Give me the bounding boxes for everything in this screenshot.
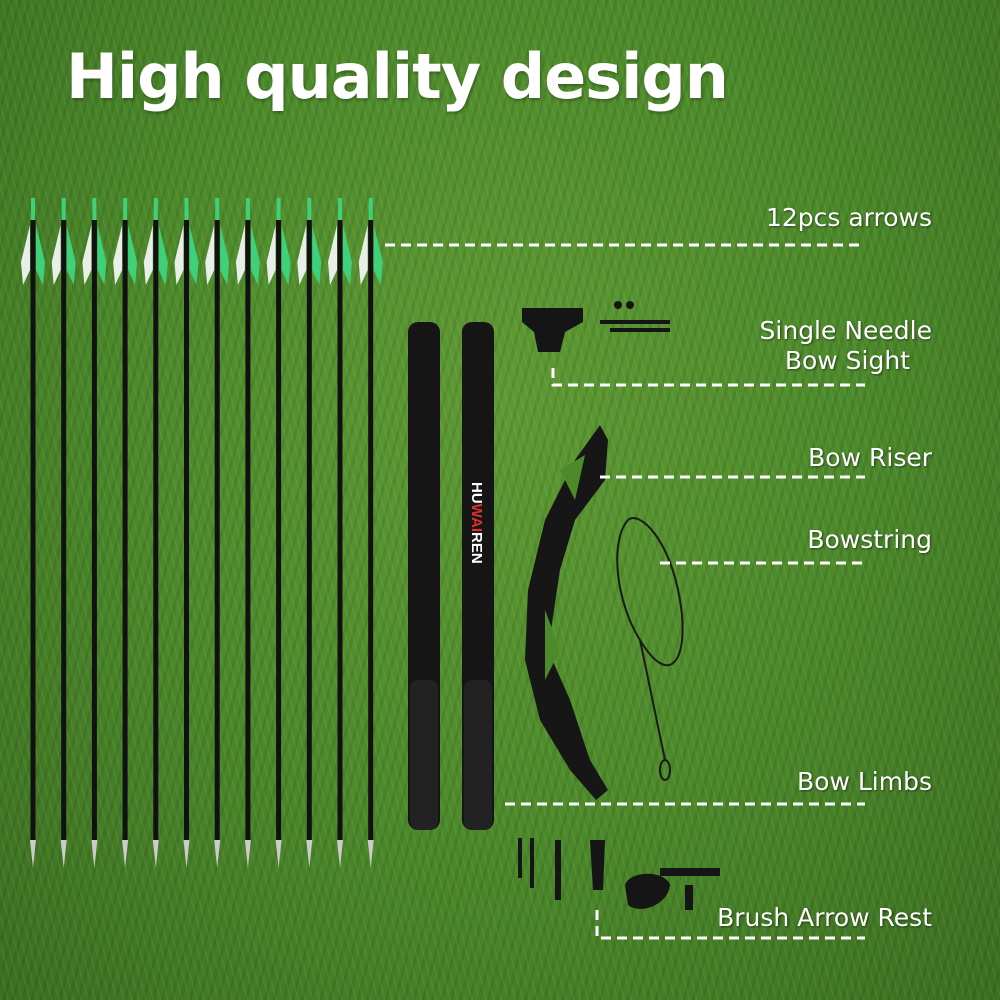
arrow <box>113 198 138 868</box>
label-limbs: Bow Limbs <box>797 767 932 796</box>
arrow <box>51 198 76 868</box>
leader-sight <box>551 368 865 387</box>
arrow <box>21 198 45 868</box>
leader-rest <box>595 910 865 940</box>
arrow <box>143 198 168 868</box>
label-bowstring: Bowstring <box>807 525 932 554</box>
bowstring <box>616 517 684 781</box>
arrow <box>174 198 199 868</box>
label-sight-line2: Bow Sight <box>784 346 910 375</box>
arrow <box>266 198 291 868</box>
arrow-rest-parts <box>518 838 720 910</box>
bow-riser <box>525 425 608 800</box>
bow-limb-right: HUWAIREN <box>462 322 494 830</box>
arrow <box>82 198 107 868</box>
label-rest: Brush Arrow Rest <box>717 903 932 932</box>
label-arrows: 12pcs arrows <box>765 203 932 232</box>
bow-limb-left <box>408 322 440 830</box>
leader-lines <box>385 243 865 940</box>
headline: High quality design <box>66 40 729 113</box>
arrow <box>328 198 352 868</box>
arrow <box>358 198 383 868</box>
label-sight-line1: Single Needle <box>759 316 932 345</box>
svg-text:HUWAIREN: HUWAIREN <box>468 482 485 564</box>
arrow <box>205 198 230 868</box>
arrow <box>297 198 322 868</box>
arrow <box>235 198 260 868</box>
bow-sight-parts <box>522 301 670 352</box>
arrow-set <box>21 198 383 868</box>
label-riser: Bow Riser <box>808 443 932 472</box>
